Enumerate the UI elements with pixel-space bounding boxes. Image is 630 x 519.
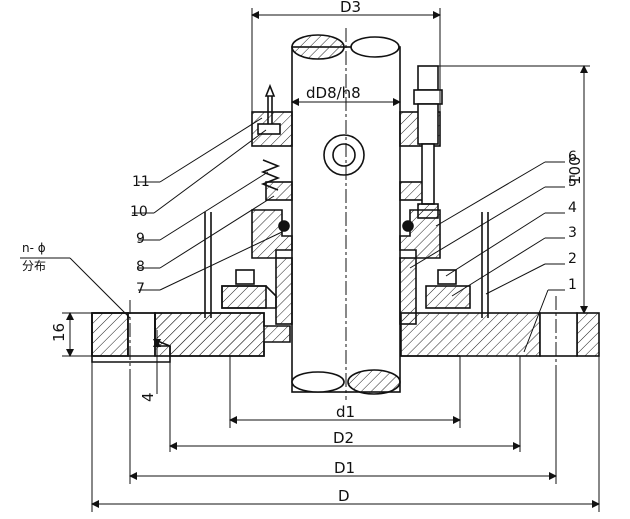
dim-d1: d1 <box>336 403 355 421</box>
flange <box>91 312 600 363</box>
part-number-7: 7 <box>136 281 145 297</box>
left-seal-assembly <box>204 83 293 325</box>
part-number-8: 8 <box>136 259 145 275</box>
dim-16: 16 <box>50 323 68 342</box>
part-number-3: 3 <box>568 225 577 241</box>
part-number-2: 2 <box>568 251 577 267</box>
hole-note-line1: n- ϕ <box>22 241 46 255</box>
part-number-9: 9 <box>136 231 145 247</box>
part-number-6: 6 <box>568 149 577 165</box>
dim-shaft-diameter: dD8/h8 <box>306 84 361 102</box>
part-number-1: 1 <box>568 277 577 293</box>
dimension-lines <box>62 8 600 512</box>
dim-D1: D1 <box>334 459 355 477</box>
dim-D: D <box>338 487 350 505</box>
part-number-5: 5 <box>568 174 577 190</box>
part-number-11: 11 <box>132 174 150 190</box>
leader-lines <box>20 117 565 353</box>
dim-D3: D3 <box>340 0 361 16</box>
part-number-10: 10 <box>130 204 148 220</box>
dim-100: 100 <box>566 156 584 185</box>
right-seal-assembly <box>399 65 489 325</box>
dim-4: 4 <box>139 392 157 402</box>
dim-D2: D2 <box>333 429 354 447</box>
centerlines <box>129 28 557 400</box>
hole-note-line2: 分布 <box>22 259 46 273</box>
part-number-4: 4 <box>568 200 577 216</box>
